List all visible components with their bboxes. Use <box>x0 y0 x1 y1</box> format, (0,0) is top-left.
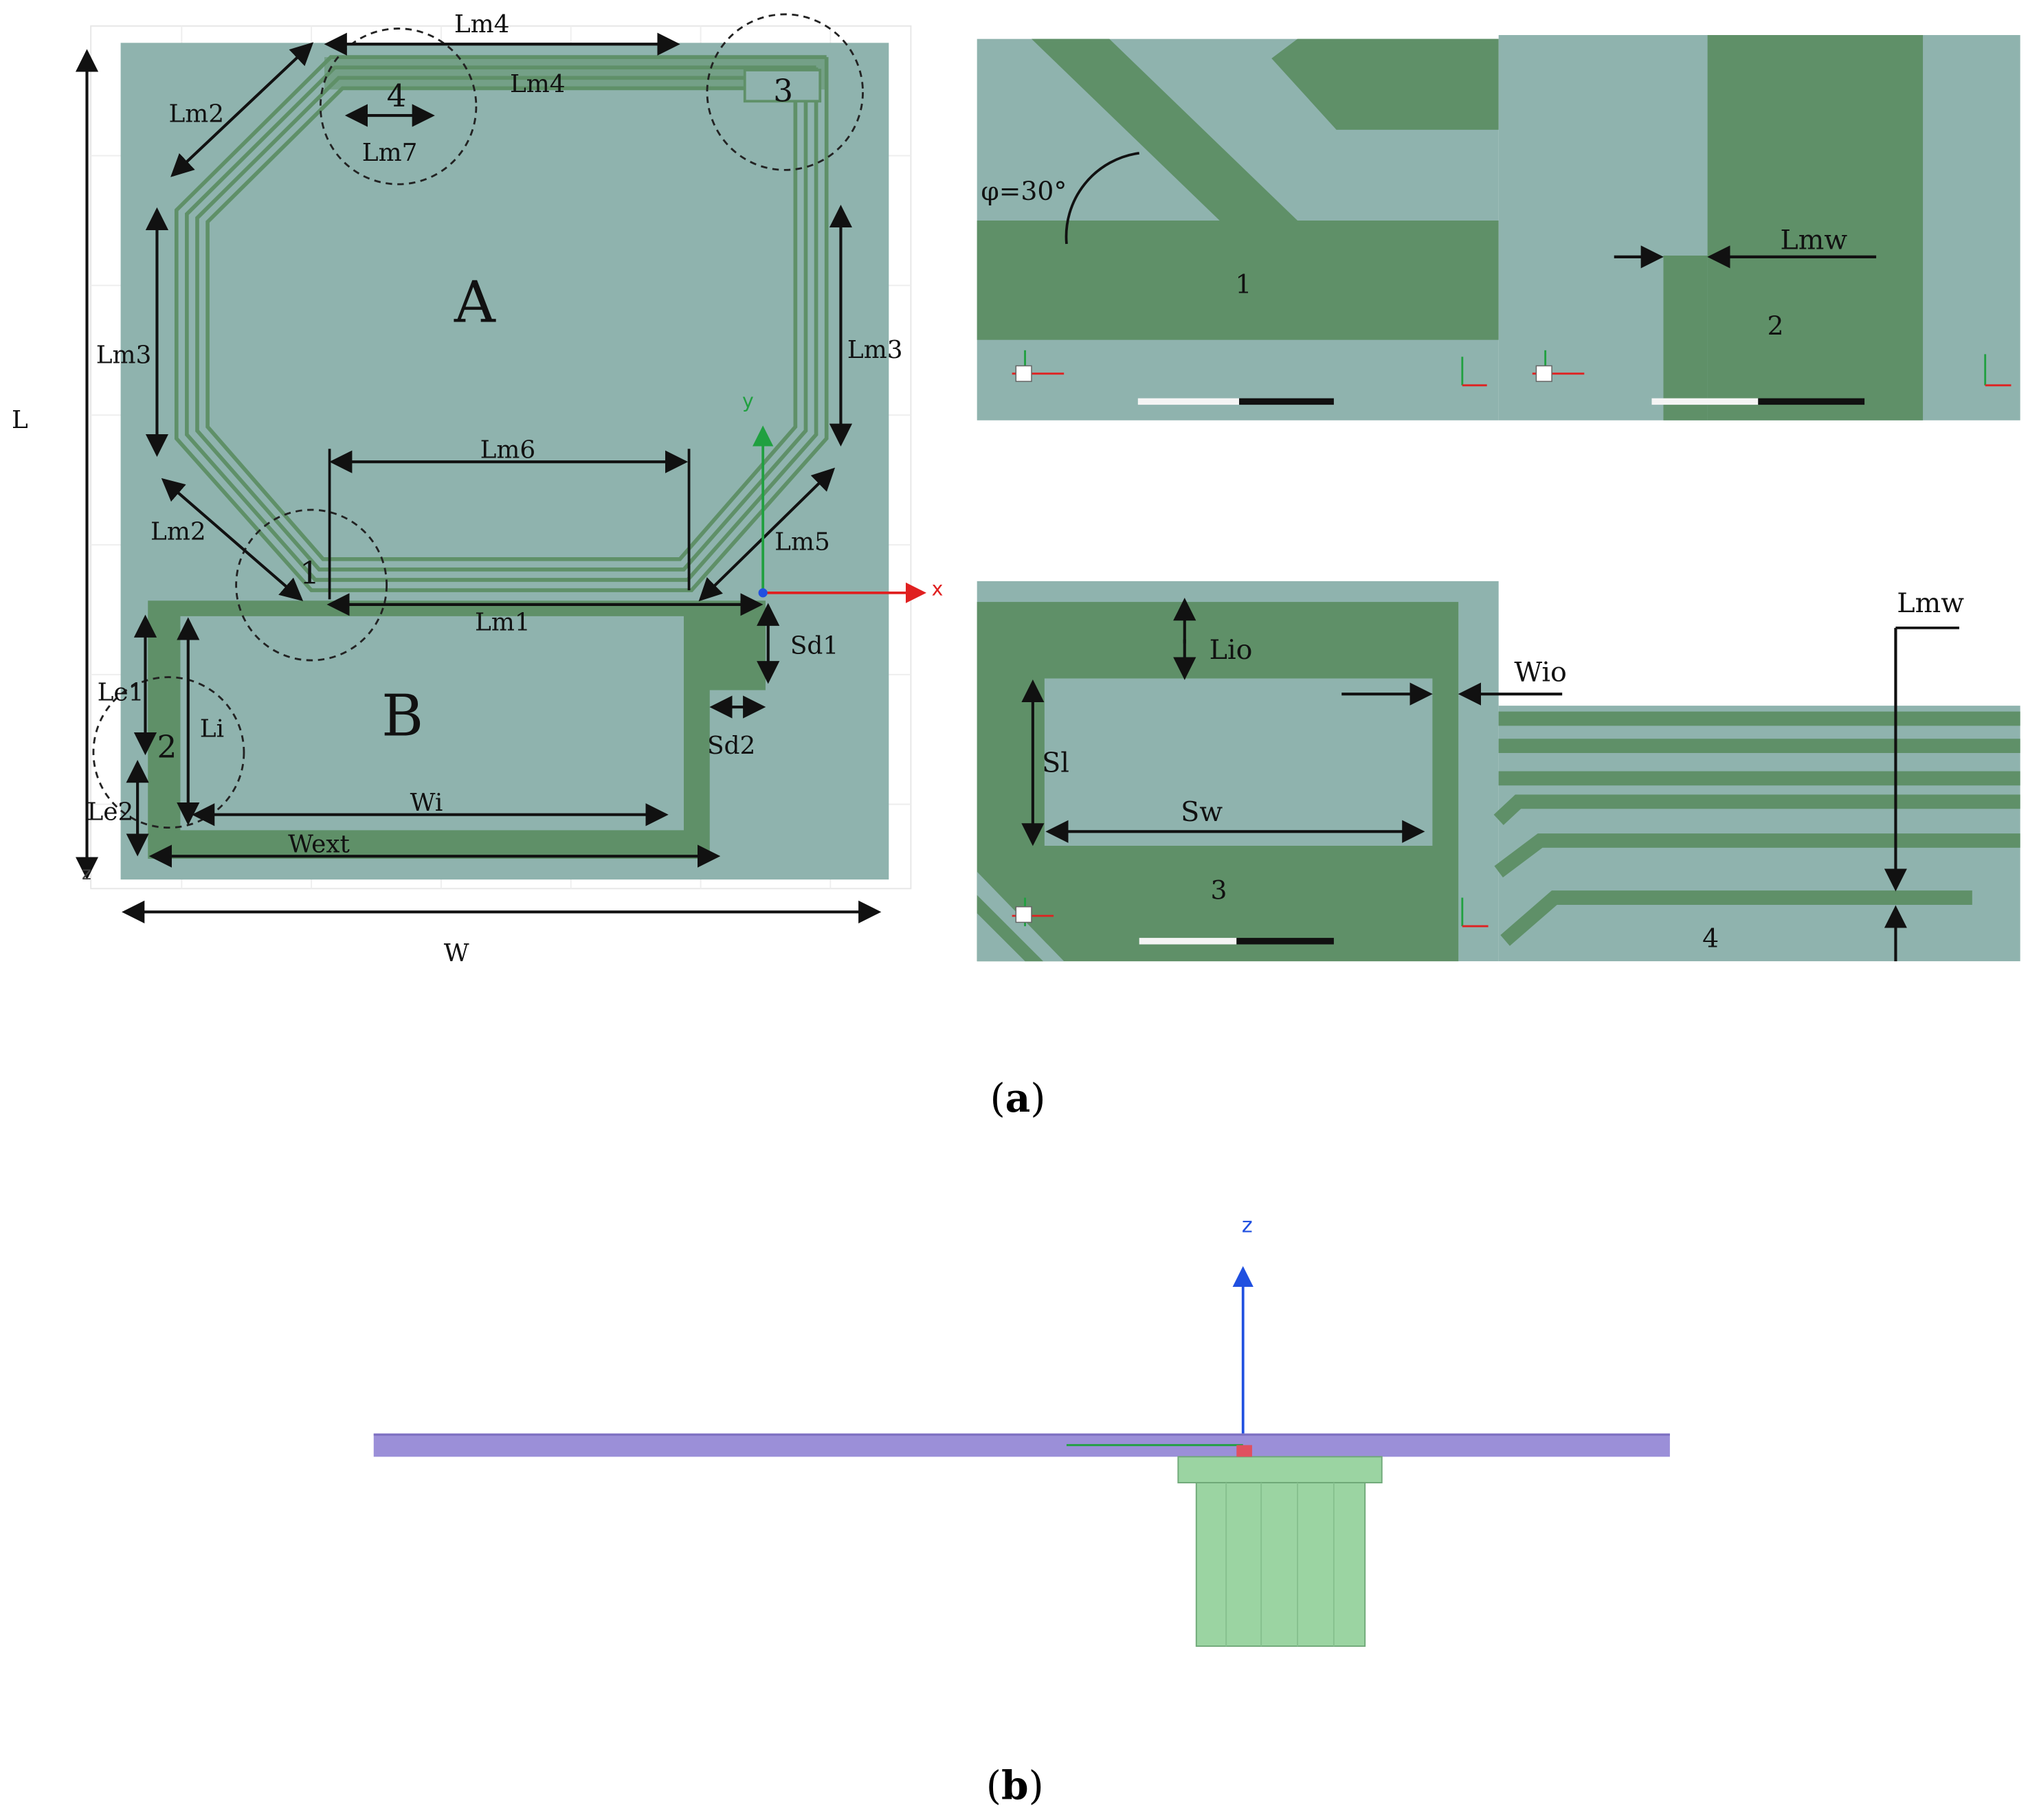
zoom-marker-2: 2 <box>157 729 177 765</box>
detail-1-horizontal-trace <box>977 221 1499 340</box>
label-sd1: Sd1 <box>790 632 838 660</box>
z-axis-label-b: z <box>1242 1214 1253 1238</box>
connector-pin <box>1236 1445 1252 1457</box>
label-lm3-left: Lm3 <box>96 341 152 370</box>
lmw-label-detail-4: Lmw <box>1897 587 1964 619</box>
detail-3-pad-frame <box>977 602 1459 962</box>
detail-1-scalebar-white <box>1137 398 1240 405</box>
detail-1-triad-icon <box>1012 350 1065 382</box>
detail-4: Lmw 4 <box>1493 587 2020 962</box>
detail-2-number: 2 <box>1768 311 1784 341</box>
zoom-marker-3: 3 <box>773 72 793 109</box>
label-le1: Le1 <box>98 679 144 707</box>
panel-a-layout: A B 1 2 3 4 <box>12 10 943 967</box>
label-w: W <box>444 939 469 967</box>
region-label-a: A <box>454 269 496 335</box>
x-axis-label: x <box>932 578 944 600</box>
label-wext: Wext <box>288 830 350 858</box>
detail-1-diagonal-trace <box>1031 38 1298 221</box>
label-lm1: Lm1 <box>475 609 531 637</box>
detail-1-number: 1 <box>1235 269 1251 300</box>
loop-b <box>148 600 766 859</box>
detail-2-scalebar-white <box>1651 398 1759 405</box>
connector-flange <box>1177 1456 1383 1484</box>
z-axis-label: z <box>82 863 91 884</box>
detail-3-number: 3 <box>1211 875 1227 905</box>
y-axis-label: y <box>742 390 754 412</box>
caption-a: (a) <box>990 1076 1046 1121</box>
label-lm4-top: Lm4 <box>454 10 510 38</box>
label-sd2: Sd2 <box>707 732 755 760</box>
detail-4-parallel-traces <box>1493 711 2020 946</box>
label-lm6: Lm6 <box>480 436 536 464</box>
detail-1-axis-icon <box>1461 357 1487 387</box>
detail-1-scalebar-black <box>1239 398 1334 405</box>
label-wi: Wi <box>410 789 443 817</box>
detail-2: Lmw 2 <box>1498 35 2020 420</box>
pad-3 <box>743 69 822 103</box>
arrow-lm2-top <box>170 42 314 177</box>
connector-shading <box>1225 1483 1335 1646</box>
panel-b-side-view: z <box>373 1214 1670 1647</box>
detail-1: φ=30° 1 <box>977 38 1499 420</box>
detail-3-scalebar-black <box>1236 938 1334 945</box>
detail-1-upper-trace <box>1271 38 1499 130</box>
region-label-b: B <box>381 683 423 750</box>
detail-3-triad-icon <box>1012 897 1054 927</box>
zoom-marker-1: 1 <box>300 555 320 592</box>
detail-3-scalebar-white <box>1139 938 1237 945</box>
caption-b: (b) <box>986 1764 1044 1809</box>
label-lm7: Lm7 <box>362 139 418 167</box>
detail-2-axis-icon <box>1984 354 2012 387</box>
zoom-marker-4: 4 <box>387 78 407 114</box>
label-lm5: Lm5 <box>775 528 830 557</box>
arrow-lm2-bottom <box>161 478 304 602</box>
sw-label: Sw <box>1181 796 1223 828</box>
detail-2-wide-trace <box>1707 35 1924 420</box>
angle-label: φ=30° <box>981 176 1067 206</box>
angle-arc <box>1065 151 1139 245</box>
sl-label: Sl <box>1042 747 1069 778</box>
detail-4-number: 4 <box>1702 923 1719 953</box>
label-lm4-inner: Lm4 <box>510 70 566 98</box>
coordinate-axes: x y z <box>82 390 943 884</box>
dimension-arrows <box>75 32 882 923</box>
detail-2-scalebar-black <box>1758 398 1865 405</box>
wio-label: Wio <box>1514 656 1567 688</box>
zoom-circle-3 <box>706 13 864 171</box>
connector-body <box>1195 1482 1366 1647</box>
arrow-lm5 <box>698 467 836 602</box>
pcb-board-side <box>373 1433 1670 1457</box>
origin-marker <box>758 588 768 598</box>
label-lm2-top: Lm2 <box>168 100 224 128</box>
label-lm3-right: Lm3 <box>847 336 903 364</box>
label-lm2-bottom: Lm2 <box>151 517 206 546</box>
label-le2: Le2 <box>87 798 133 826</box>
detail-2-triad-icon <box>1532 350 1585 382</box>
zoom-circle-4 <box>319 27 478 186</box>
detail-2-lower-step <box>1663 255 1708 420</box>
top-lead <box>324 57 827 90</box>
label-li: Li <box>200 715 224 743</box>
detail-3: Lio Wio Sl Sw 3 <box>977 581 1567 962</box>
detail-3-axis-icon <box>1461 897 1489 928</box>
lio-label: Lio <box>1210 634 1253 666</box>
lmw-label-detail-2: Lmw <box>1780 225 1847 256</box>
label-l: L <box>12 406 28 434</box>
